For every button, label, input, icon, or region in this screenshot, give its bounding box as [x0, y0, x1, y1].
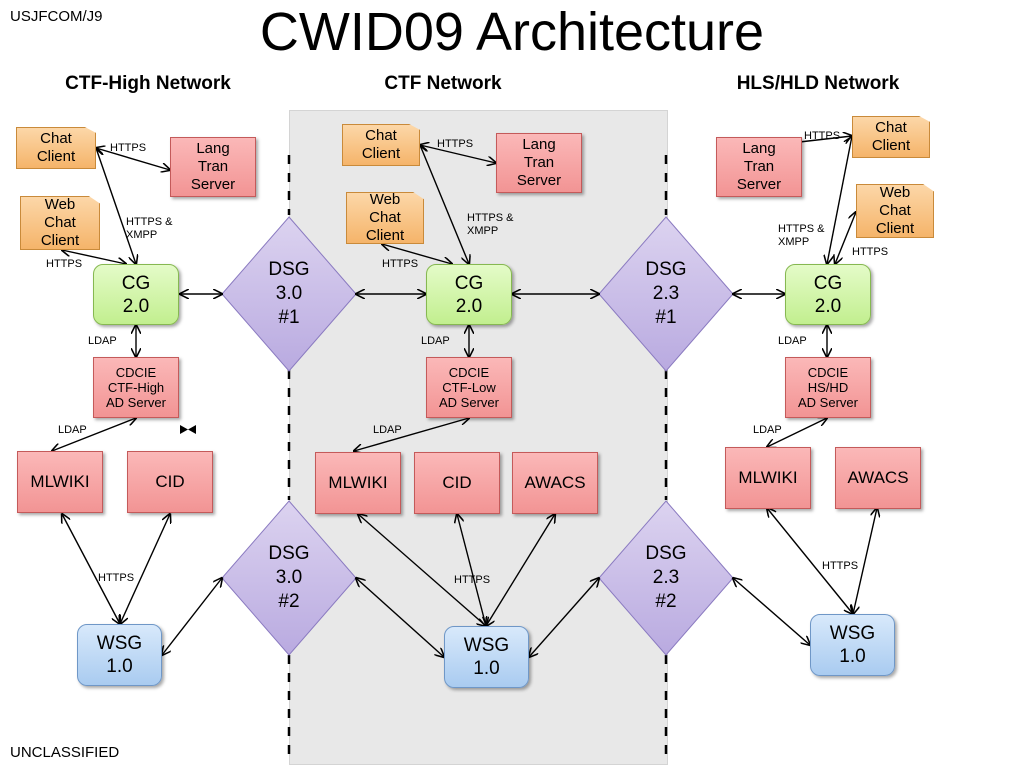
cid-left: CID	[127, 451, 213, 513]
link-r-cg-chat	[827, 136, 852, 264]
dsg-30-1-label: DSG 3.0 #1	[268, 259, 310, 328]
protocol-label: LDAP	[58, 424, 87, 436]
cg-center: CG 2.0	[426, 264, 512, 325]
dsg-30-2-label: DSG 3.0 #2	[268, 543, 310, 612]
protocol-label: HTTPS	[46, 258, 83, 270]
dsg-30-2-diamond	[221, 500, 357, 656]
protocol-label: LDAP	[88, 335, 117, 347]
link-r-mlwiki-wsg	[767, 508, 853, 614]
cg-right: CG 2.0	[785, 264, 871, 325]
protocol-label: HTTPS	[98, 572, 135, 584]
protocol-label: HTTPS	[454, 574, 491, 586]
link-l-cid-wsg	[120, 514, 170, 624]
link-c-chat-cg	[420, 145, 469, 264]
lang-tran-server-right: Lang Tran Server	[716, 137, 802, 197]
protocol-label: LDAP	[421, 335, 450, 347]
classification-label: UNCLASSIFIED	[10, 744, 120, 761]
link-l-chat-cg	[96, 148, 136, 264]
link-l-mlwiki-wsg	[62, 514, 120, 624]
wsg-center: WSG 1.0	[444, 626, 529, 688]
cdcie-server-left: CDCIE CTF-High AD Server	[93, 357, 179, 418]
dsg-23-1-diamond	[598, 216, 734, 372]
web-chat-client-center: Web Chat Client	[346, 192, 424, 244]
page-title: CWID09 Architecture	[259, 2, 765, 62]
network-heading-center: CTF Network	[384, 73, 502, 94]
link-l-web-cg	[62, 250, 126, 264]
wsg-right: WSG 1.0	[810, 614, 895, 676]
dsg-30-1-diamond	[221, 216, 357, 372]
cdcie-server-center: CDCIE CTF-Low AD Server	[426, 357, 512, 418]
dsg-23-1-label: DSG 2.3 #1	[645, 259, 687, 328]
protocol-label: HTTPS	[382, 258, 419, 270]
org-label: USJFCOM/J9	[10, 8, 103, 25]
chat-client-left: Chat Client	[16, 127, 96, 169]
dsg-23-2-label: DSG 2.3 #2	[645, 543, 687, 612]
protocol-label: HTTPS	[804, 130, 841, 142]
protocol-label: HTTPS	[437, 138, 474, 150]
mlwiki-right: MLWIKI	[725, 447, 811, 509]
bowtie-glyph	[180, 425, 196, 434]
awacs-right: AWACS	[835, 447, 921, 509]
link-c-awacs-wsg	[486, 514, 555, 626]
cg-left: CG 2.0	[93, 264, 179, 325]
chat-client-right: Chat Client	[852, 116, 930, 158]
protocol-label: HTTPS	[852, 246, 889, 258]
link-l-wsg-dsg	[162, 578, 222, 655]
protocol-label: HTTPS & XMPP	[126, 216, 173, 241]
link-c-cid-wsg	[457, 514, 486, 626]
web-chat-client-left: Web Chat Client	[20, 196, 100, 250]
protocol-label: HTTPS & XMPP	[778, 223, 825, 248]
awacs-center: AWACS	[512, 452, 598, 514]
link-c-mlwiki-wsg	[358, 514, 486, 626]
link-c-web-cg	[382, 244, 452, 264]
network-heading-left: CTF-High Network	[65, 73, 231, 94]
link-l-cdcie-mlwiki	[52, 418, 136, 451]
protocol-label: LDAP	[778, 335, 807, 347]
dsg-23-2-diamond	[598, 500, 734, 656]
protocol-label: LDAP	[373, 424, 402, 436]
protocol-label: HTTPS	[822, 560, 859, 572]
lang-tran-server-center: Lang Tran Server	[496, 133, 582, 193]
protocol-label: LDAP	[753, 424, 782, 436]
mlwiki-center: MLWIKI	[315, 452, 401, 514]
link-r-awacs-wsg	[853, 508, 877, 614]
link-r-cg-web	[835, 212, 856, 264]
chat-client-center: Chat Client	[342, 124, 420, 166]
mlwiki-left: MLWIKI	[17, 451, 103, 513]
cid-center: CID	[414, 452, 500, 514]
protocol-label: HTTPS & XMPP	[467, 212, 514, 237]
cdcie-server-right: CDCIE HS/HD AD Server	[785, 357, 871, 418]
network-heading-right: HLS/HLD Network	[736, 73, 900, 94]
link-c-wsg-dsg	[529, 578, 599, 657]
protocol-label: HTTPS	[110, 142, 147, 154]
lang-tran-server-left: Lang Tran Server	[170, 137, 256, 197]
link-c-cdcie-mlwiki	[354, 418, 469, 451]
link-r-cdcie-mlwiki	[767, 418, 827, 447]
wsg-left: WSG 1.0	[77, 624, 162, 686]
web-chat-client-right: Web Chat Client	[856, 184, 934, 238]
link-c-dsg-wsg	[356, 578, 444, 657]
link-r-dsg-wsg	[733, 578, 810, 645]
